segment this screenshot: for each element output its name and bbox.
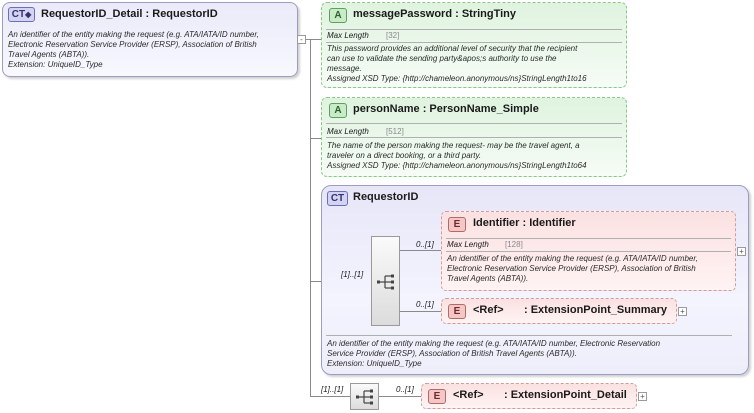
identifier-title: Identifier : Identifier: [473, 217, 576, 229]
complex-type-requestorid-detail[interactable]: CT◆ RequestorID_Detail : RequestorID An …: [2, 2, 298, 77]
connector-seq-ext-summary: [400, 311, 441, 312]
attr1-prop-value: [32]: [386, 31, 400, 40]
attribute-icon: A: [329, 103, 347, 118]
attribute-icon: A: [329, 8, 347, 23]
attr2-prop-label: Max Length: [327, 127, 369, 136]
divider: [446, 238, 731, 239]
attribute-person-name[interactable]: A personName : PersonName_Simple Max Len…: [321, 97, 627, 177]
identifier-prop-value: [128]: [505, 240, 523, 249]
sequence-icon: [377, 274, 394, 290]
ext-detail-title: : ExtensionPoint_Detail: [504, 389, 627, 401]
element-icon: E: [448, 304, 466, 319]
inner-sequence-compositor[interactable]: [371, 236, 400, 326]
expand-toggle-identifier[interactable]: +: [737, 247, 746, 256]
attr2-description: The name of the person making the reques…: [327, 141, 587, 170]
ext-summary-title: : ExtensionPoint_Summary: [524, 304, 668, 316]
attr1-prop-label: Max Length: [327, 31, 369, 40]
expand-toggle-ext-summary[interactable]: +: [678, 307, 687, 316]
inner-ct-description: An identifier of the entity making the r…: [327, 339, 661, 368]
divider: [326, 29, 622, 30]
identifier-description: An identifier of the entity making the r…: [447, 254, 698, 283]
ext-detail-ref: <Ref>: [453, 389, 484, 401]
attr2-title: personName : PersonName_Simple: [353, 103, 539, 115]
divider: [326, 137, 622, 138]
outer-sequence-compositor[interactable]: [350, 383, 379, 410]
connector-vertical-trunk: [310, 39, 311, 396]
connector-outer-seq-ext-detail: [379, 396, 421, 397]
identifier-multiplicity: 0..[1]: [416, 240, 434, 249]
inner-sequence-multiplicity: [1]..[1]: [341, 270, 364, 279]
ext-summary-ref: <Ref>: [473, 304, 504, 316]
ext-summary-multiplicity: 0..[1]: [416, 300, 434, 309]
connector-seq-identifier: [400, 250, 441, 251]
element-extensionpoint-detail[interactable]: E <Ref> : ExtensionPoint_Detail: [421, 383, 637, 409]
identifier-prop-label: Max Length: [447, 240, 489, 249]
main-title: RequestorID_Detail : RequestorID: [41, 8, 218, 20]
divider: [446, 251, 731, 252]
attr2-prop-value: [512]: [386, 127, 404, 136]
element-icon: E: [428, 389, 446, 404]
element-extensionpoint-summary[interactable]: E <Ref> : ExtensionPoint_Summary: [441, 298, 677, 324]
inner-ct-title: RequestorID: [353, 191, 419, 203]
divider: [326, 335, 732, 336]
complex-type-icon: CT: [327, 191, 348, 206]
divider: [326, 123, 622, 124]
attr1-title: messagePassword : StringTiny: [353, 8, 517, 20]
main-description: An identifier of the entity making the r…: [8, 30, 259, 69]
element-icon: E: [448, 217, 466, 232]
ext-detail-multiplicity: 0..[1]: [396, 385, 414, 394]
connector-to-attr2: [310, 138, 321, 139]
attr1-description: This password provides an additional lev…: [327, 44, 587, 83]
expand-toggle-ext-detail[interactable]: +: [638, 392, 647, 401]
connector-to-attr1: [310, 39, 321, 40]
complex-type-icon: CT◆: [8, 7, 35, 22]
attribute-message-password[interactable]: A messagePassword : StringTiny Max Lengt…: [321, 2, 627, 88]
collapse-toggle-main[interactable]: -: [297, 35, 306, 44]
sequence-icon: [356, 389, 373, 405]
element-identifier[interactable]: E Identifier : Identifier Max Length [12…: [441, 211, 736, 291]
outer-sequence-multiplicity: [1]..[1]: [321, 385, 344, 394]
divider: [326, 42, 622, 43]
connector-to-outer-seq: [310, 396, 350, 397]
